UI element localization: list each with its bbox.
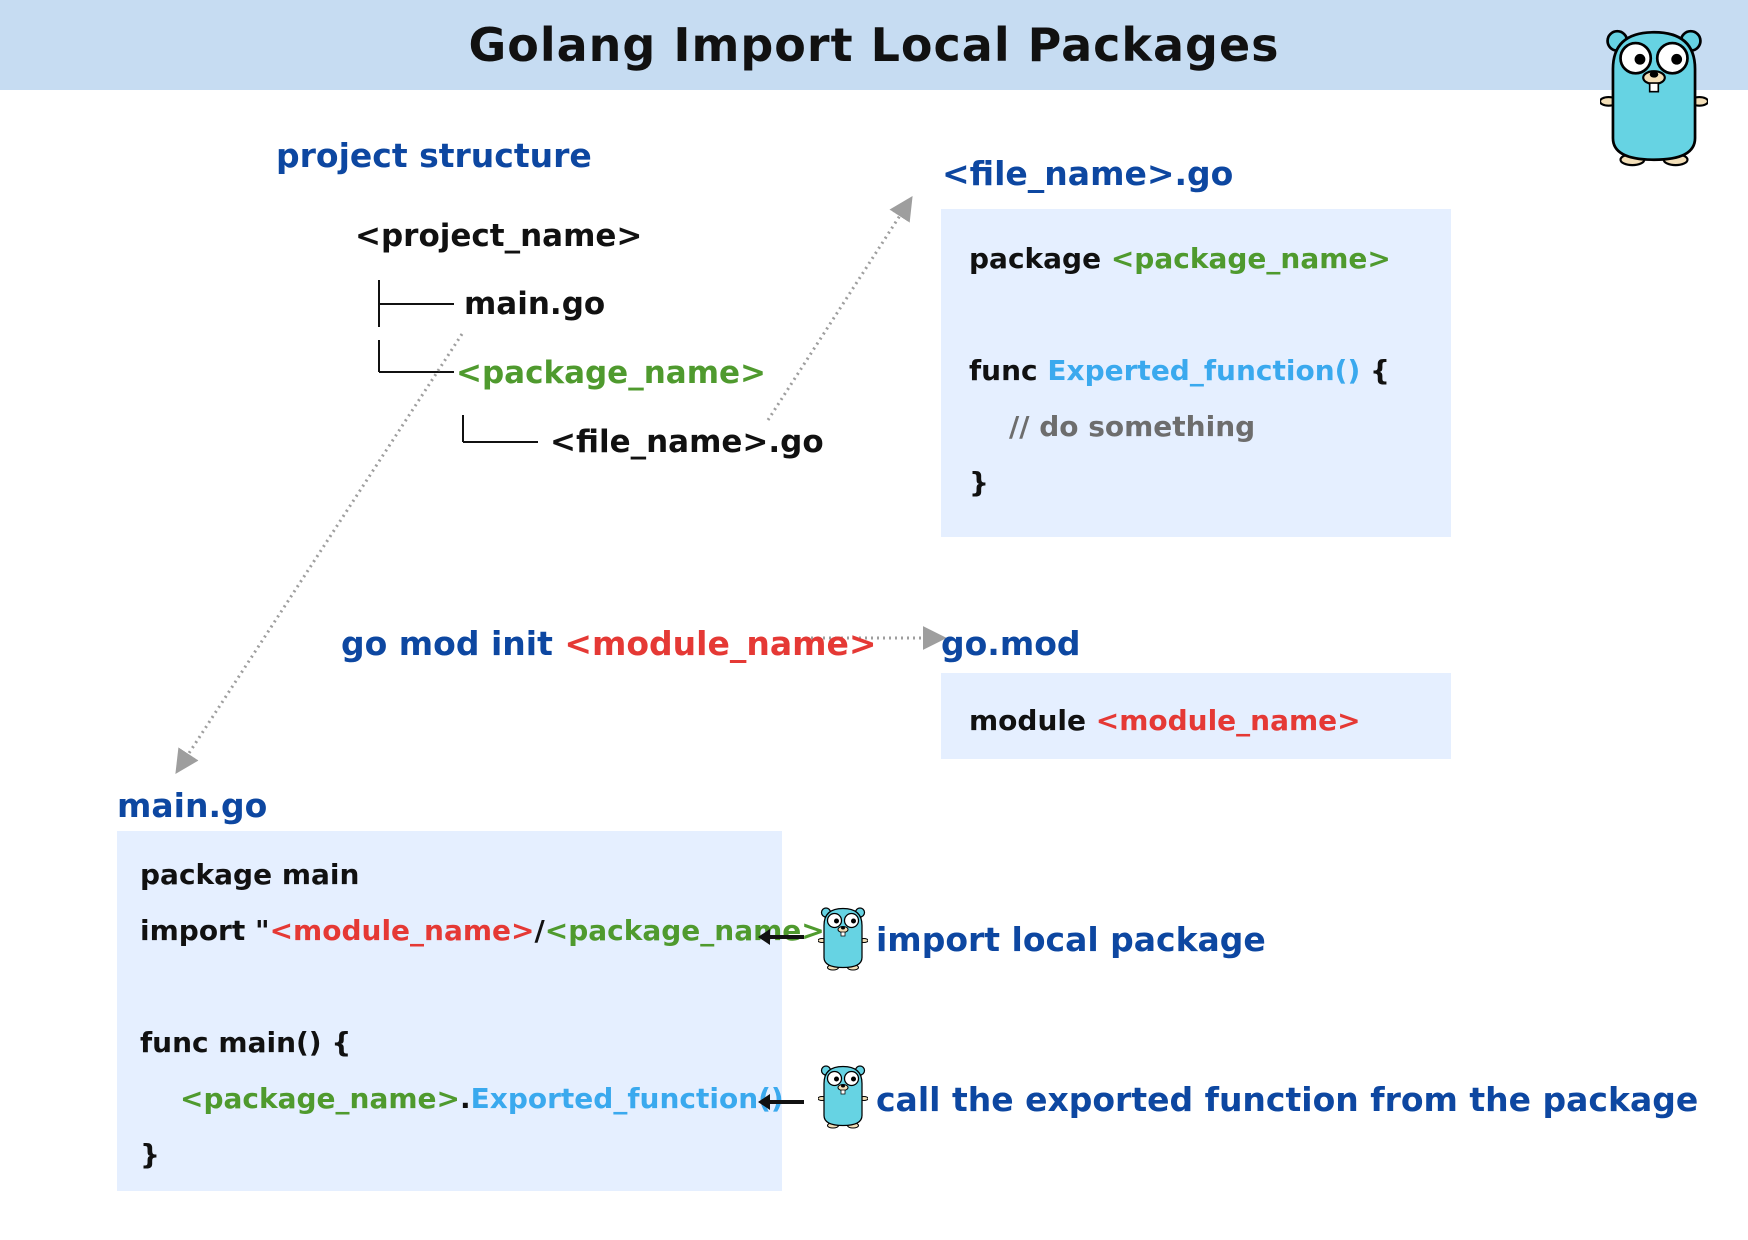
import-annotation: import local package (876, 920, 1266, 959)
command-text: go mod init (341, 624, 553, 663)
tree-main-file: main.go (464, 286, 606, 322)
func-keyword: func (969, 354, 1038, 387)
open-brace: { (1370, 354, 1390, 387)
file-code-panel (941, 209, 1451, 537)
module-name: <module_name> (1095, 704, 1361, 737)
quote-open: " (255, 914, 270, 947)
left-arrow-icon (758, 1094, 804, 1110)
main-close-brace: } (140, 1138, 160, 1171)
import-slash: / (534, 914, 545, 947)
go-mod-command: go mod init <module_name> (341, 624, 877, 663)
main-code-panel (117, 831, 782, 1191)
main-package-line: package main (140, 858, 360, 891)
main-func-line: func main() { (140, 1026, 352, 1059)
package-keyword: package (969, 242, 1102, 275)
project-structure-heading: project structure (276, 136, 592, 175)
go-mod-heading: go.mod (941, 624, 1081, 663)
file-panel-heading: <file_name>.go (942, 154, 1234, 193)
gopher-icon (818, 907, 868, 971)
import-module-name: <module_name> (269, 914, 535, 947)
main-import-line: import "<module_name>/<package_name>" (140, 914, 839, 947)
import-keyword: import (140, 914, 246, 947)
module-keyword: module (969, 704, 1086, 737)
function-name: Experted_function() (1047, 354, 1361, 387)
arrow-to-file-panel (766, 195, 913, 421)
import-package-name: <package_name> (544, 914, 825, 947)
arrow-to-main-panel (175, 333, 464, 775)
title-bar (0, 0, 1748, 90)
comment-line: // do something (1009, 410, 1256, 443)
main-panel-heading: main.go (117, 786, 268, 825)
left-arrow-icon (758, 929, 804, 945)
tree-root: <project_name> (355, 218, 643, 254)
module-line: module <module_name> (969, 704, 1361, 737)
main-call-line: <package_name>.Exported_function() (180, 1082, 784, 1115)
close-brace: } (969, 466, 989, 499)
call-function-name: Exported_function() (470, 1082, 784, 1115)
file-func-line: func Experted_function() { (969, 354, 1390, 387)
package-name: <package_name> (1110, 242, 1391, 275)
page-title: Golang Import Local Packages (468, 18, 1280, 72)
tree-package-file: <file_name>.go (550, 424, 824, 460)
tree-package-dir: <package_name> (456, 355, 766, 391)
gopher-icon (818, 1065, 868, 1129)
call-package-name: <package_name> (180, 1082, 460, 1115)
call-dot: . (460, 1082, 471, 1115)
file-package-line: package <package_name> (969, 242, 1391, 275)
go-mod-panel (941, 673, 1451, 759)
call-annotation: call the exported function from the pack… (876, 1080, 1699, 1119)
command-module-name: <module_name> (564, 624, 877, 663)
tree-lines (378, 280, 538, 443)
